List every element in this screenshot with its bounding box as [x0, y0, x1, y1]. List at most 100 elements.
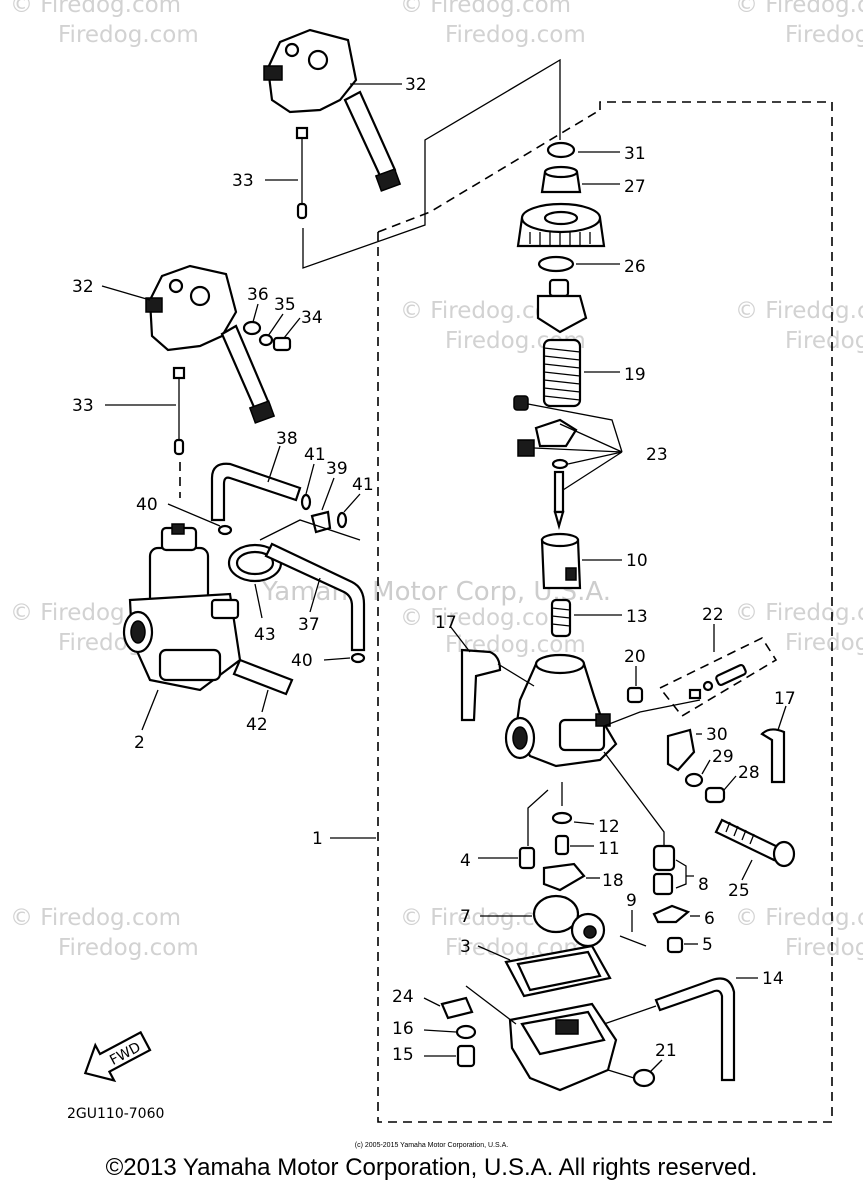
watermark-text: © Firedog.com [735, 905, 863, 931]
leader-line [323, 657, 351, 661]
part-label-28: 28 [738, 763, 760, 783]
leader-line [321, 477, 335, 511]
leader-bracket [675, 859, 694, 889]
hose-38 [210, 462, 302, 522]
leader-line [741, 859, 753, 881]
stop-screw-25 [714, 818, 796, 868]
cable-stay-30 [666, 728, 696, 772]
part-label-17b: 17 [774, 689, 796, 709]
dash-guide [527, 789, 549, 846]
part-label-1: 1 [312, 829, 323, 849]
part-label-23: 23 [646, 445, 668, 465]
link-line [302, 58, 561, 269]
washer-12 [551, 811, 573, 825]
oring-26 [537, 255, 575, 273]
part-label-11: 11 [598, 839, 620, 859]
leader-line [267, 445, 281, 483]
pilot-screw-22 [688, 664, 747, 700]
part-label-26: 26 [624, 257, 646, 277]
gasket-3-inner [516, 950, 602, 992]
leader-bracket [527, 403, 623, 491]
nut-27-top [543, 165, 579, 179]
washer-31 [546, 141, 576, 159]
part-label-21: 21 [655, 1041, 677, 1061]
part-label-35: 35 [274, 295, 296, 315]
leader-line [477, 945, 511, 961]
watermark-text: © Firedog.com [735, 0, 863, 18]
part-label-32: 32 [405, 75, 427, 95]
part-label-20: 20 [624, 647, 646, 667]
leader-line [309, 577, 321, 613]
leader-line [423, 1029, 457, 1033]
part-label-38: 38 [276, 429, 298, 449]
throttle-cable-upper [295, 126, 309, 220]
needle-valve-8 [652, 844, 676, 872]
part-label-25: 25 [728, 881, 750, 901]
needle-set-23 [513, 395, 578, 531]
joint-39 [310, 510, 332, 534]
fwd-arrow: FWD [83, 1030, 152, 1083]
leader-line [305, 463, 315, 495]
link-line [603, 1005, 657, 1025]
clip-40b [350, 652, 366, 664]
leader-line [101, 285, 151, 301]
assembly-boundary [377, 101, 833, 1123]
watermark-text: Firedog.com [785, 22, 863, 48]
hose-17 [460, 648, 502, 722]
part-label-4: 4 [460, 851, 471, 871]
watermark-text: © Firedog.com [735, 298, 863, 324]
part-label-3: 3 [460, 937, 471, 957]
part-label-30: 30 [706, 725, 728, 745]
part-label-5: 5 [702, 935, 713, 955]
throttle-cable-lower [172, 366, 186, 456]
throttle-housing-lower [145, 264, 276, 424]
leader-line [777, 705, 787, 731]
assembly-boundary-top [377, 109, 601, 233]
part-label-13: 13 [626, 607, 648, 627]
part-label-24: 24 [392, 987, 414, 1007]
bracket-24 [440, 996, 474, 1020]
leader-line [261, 689, 269, 713]
leader-line [449, 625, 471, 653]
clip-41b [336, 511, 348, 529]
link-line [607, 1069, 635, 1079]
part-label-40: 40 [136, 495, 158, 515]
plunger-13 [550, 598, 572, 638]
screw-set [242, 320, 292, 352]
leader-line [723, 775, 737, 791]
clip-41 [300, 493, 312, 511]
part-label-18: 18 [602, 871, 624, 891]
needle-valve-8b [652, 872, 674, 896]
part-label-15: 15 [392, 1045, 414, 1065]
part-label-41b: 41 [352, 475, 374, 495]
spring-19 [542, 338, 582, 408]
part-label-10: 10 [626, 551, 648, 571]
part-label-22: 22 [702, 605, 724, 625]
throttle-housing-upper [263, 28, 402, 192]
watermark-text: © Firedog.com [400, 605, 571, 631]
part-label-42: 42 [246, 715, 268, 735]
part-label-32b: 32 [72, 277, 94, 297]
screw-21 [632, 1068, 656, 1088]
part-label-39: 39 [326, 459, 348, 479]
watermark-text: Firedog.com [785, 935, 863, 961]
part-label-31: 31 [624, 144, 646, 164]
carburetor-left [122, 523, 242, 692]
carburetor-body [504, 653, 618, 768]
washer-16 [455, 1024, 477, 1040]
main-jet-4 [518, 846, 536, 870]
leader-line [283, 317, 301, 339]
small-copyright: (c) 2005-2015 Yamaha Motor Corporation, … [354, 1142, 509, 1149]
leader-line [141, 689, 159, 731]
leader-line [423, 997, 441, 1007]
leader-line [701, 759, 711, 775]
pin-9 [619, 935, 647, 947]
watermark-text: © Firedog.com [10, 905, 181, 931]
watermark-text: Firedog.com [445, 22, 586, 48]
leader-line [573, 821, 595, 825]
float-7 [532, 894, 606, 948]
watermark-text: © Firedog.com [400, 0, 571, 18]
screw-28 [704, 786, 726, 804]
part-label-34: 34 [301, 308, 323, 328]
part-label-37: 37 [298, 615, 320, 635]
